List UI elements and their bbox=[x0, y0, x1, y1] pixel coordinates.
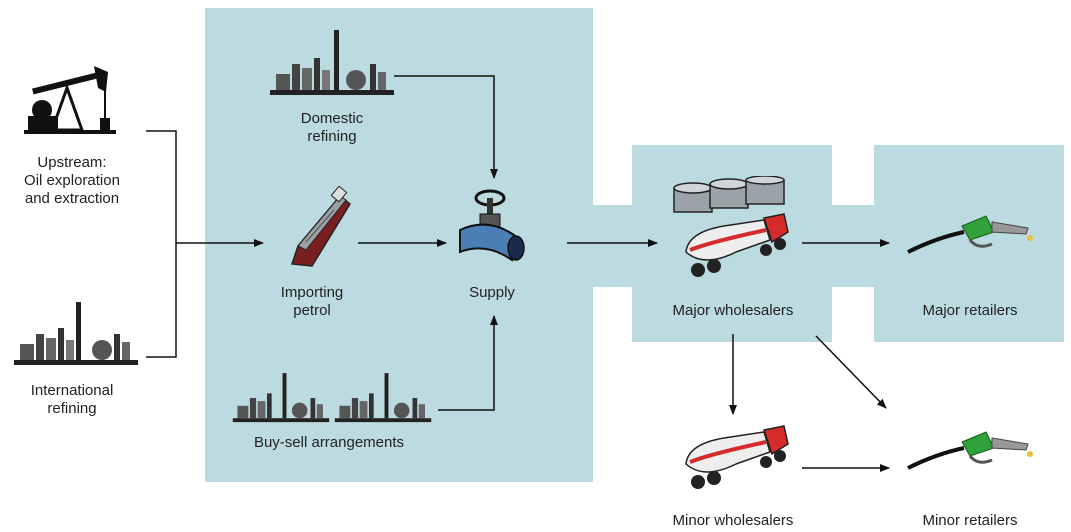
domestic-refining-label-line: refining bbox=[307, 128, 357, 145]
domestic-refining-label: Domestic refining bbox=[262, 110, 402, 146]
tanker-truck-icon bbox=[685, 213, 789, 277]
oil-pump-icon bbox=[24, 66, 116, 134]
major-retailers-label: Major retailers bbox=[922, 302, 1018, 319]
refinery-icon bbox=[334, 373, 432, 423]
major-retailers-panel bbox=[874, 145, 1064, 342]
arrow-buysell-to-supply bbox=[438, 315, 498, 411]
international-refining-label-line: International bbox=[30, 382, 114, 399]
international-refining-label-line: refining bbox=[47, 400, 97, 417]
storage-tanks-icon bbox=[673, 176, 785, 213]
pipeline-valve-icon bbox=[459, 189, 525, 262]
international-refining-label: International refining bbox=[6, 382, 138, 418]
upstream-label-line: Oil exploration bbox=[24, 172, 120, 189]
tanker-truck-icon bbox=[685, 425, 789, 489]
upstream-label: Upstream: Oil exploration and extraction bbox=[6, 154, 138, 208]
connector-band-right bbox=[832, 205, 874, 287]
upstream-label-line: and extraction bbox=[24, 190, 120, 207]
importing-petrol-label: Importing petrol bbox=[262, 284, 362, 320]
refinery-icon bbox=[270, 30, 394, 95]
buy-sell-label: Buy-sell arrangements bbox=[253, 434, 405, 451]
domestic-refining-label-line: Domestic bbox=[300, 110, 364, 127]
importing-petrol-label-line: petrol bbox=[293, 302, 331, 319]
minor-retailers-label: Minor retailers bbox=[922, 512, 1018, 529]
upstream-bracket bbox=[146, 130, 177, 358]
importing-petrol-label-line: Importing bbox=[280, 284, 344, 301]
refinery-icon bbox=[14, 302, 138, 365]
major-wholesalers-label: Major wholesalers bbox=[672, 302, 794, 319]
refinery-icon bbox=[232, 373, 330, 423]
minor-wholesalers-label: Minor wholesalers bbox=[672, 512, 794, 529]
fuel-nozzle-icon bbox=[907, 215, 1033, 254]
tanker-ship-icon bbox=[290, 186, 351, 267]
arrow-to-minor-retailers bbox=[815, 335, 887, 409]
arrow-domestic-to-supply bbox=[394, 75, 498, 179]
connector-band-left bbox=[593, 205, 633, 287]
upstream-label-line: Upstream: bbox=[37, 154, 107, 171]
fuel-nozzle-icon bbox=[907, 431, 1033, 470]
supply-label: Supply bbox=[469, 284, 515, 301]
